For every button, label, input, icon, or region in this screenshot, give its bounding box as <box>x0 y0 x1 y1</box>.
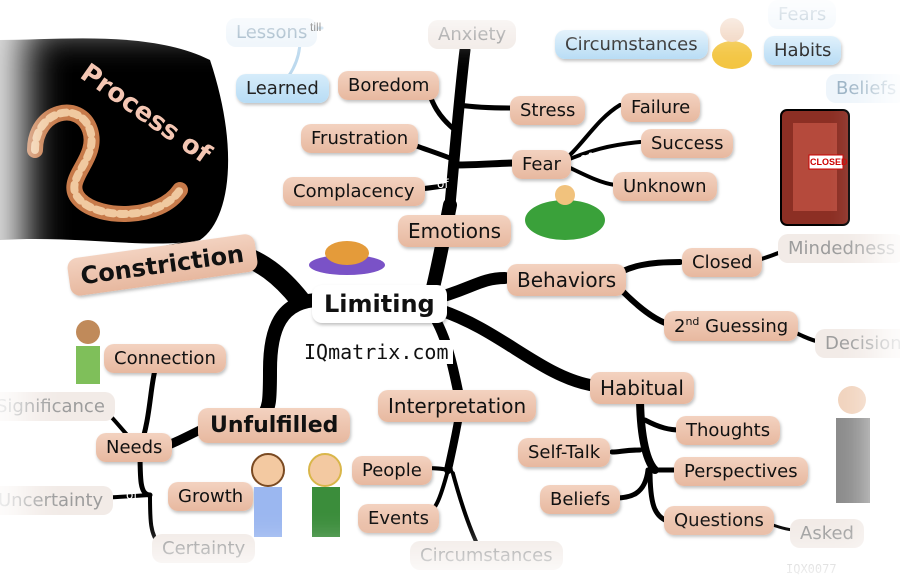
bee-illustration <box>712 18 752 69</box>
needs-of-connector: of <box>130 398 142 412</box>
interpretation-node: Interpretation <box>378 390 537 422</box>
events-node: Events <box>358 504 439 533</box>
connection-node: Connection <box>104 344 226 373</box>
growth-node: Growth <box>168 482 254 511</box>
asked-node: Asked <box>790 519 864 548</box>
failure-node: Failure <box>621 93 701 122</box>
lessons-node: Lessons <box>226 18 318 47</box>
limiting-node: Limiting <box>312 285 447 323</box>
people-node: People <box>352 456 432 485</box>
anxiety-node: Anxiety <box>428 20 517 49</box>
uncertainty-node: Uncertainty <box>0 486 114 515</box>
child-illustration <box>76 320 100 384</box>
behaviors-of-connector: of <box>630 272 642 286</box>
closed-sign-label: CLOSED <box>810 157 848 167</box>
stress-node: Stress <box>510 96 586 125</box>
closed-node: Closed <box>682 248 763 277</box>
complacency-node: Complacency <box>283 177 425 206</box>
questions-node: Questions <box>664 506 774 535</box>
brand-label: IQmatrix.com <box>300 340 453 364</box>
snake-illustration <box>27 104 188 222</box>
perspectives-node: Perspectives <box>674 457 808 486</box>
behaviors-node: Behaviors <box>507 264 627 296</box>
habitual-node: Habitual <box>590 372 694 404</box>
watermark-id: IQX0077 <box>786 562 837 576</box>
circumstances-bottom-node: Circumstances <box>410 541 563 570</box>
beliefs-top-node: Beliefs <box>826 74 900 103</box>
needs-node: Needs <box>96 433 173 462</box>
success-node: Success <box>641 129 734 158</box>
dog-illustration <box>309 241 385 275</box>
second-guessing-number: 2 <box>674 316 686 337</box>
habits-node: Habits <box>764 36 842 65</box>
decisions-node: Decisions <box>815 329 900 358</box>
closed-door-illustration <box>780 109 850 226</box>
significance-node: Significance <box>0 392 115 421</box>
mindedness-node: Mindedness <box>778 234 900 263</box>
fear-node: Fear <box>512 150 571 179</box>
unfulfilled-node: Unfulfilled <box>198 408 351 443</box>
beliefs-node: Beliefs <box>540 485 621 514</box>
emotions-node: Emotions <box>398 215 512 247</box>
second-guessing-node: 2nd Guessing <box>664 311 799 341</box>
interpretation-of-connector: of <box>452 461 464 475</box>
growth-of-connector: of <box>126 488 138 502</box>
certainty-node: Certainty <box>152 534 256 563</box>
till-connector: till <box>310 20 322 34</box>
thinking-man-illustration <box>836 386 870 503</box>
self-talk-node: Self-Talk <box>518 438 611 467</box>
second-guessing-suffix: nd <box>685 315 700 328</box>
second-guessing-text: Guessing <box>699 316 789 337</box>
unknown-node: Unknown <box>613 172 717 201</box>
bird-illustration <box>525 185 605 240</box>
boredom-node: Boredom <box>338 71 440 100</box>
frustration-node: Frustration <box>301 124 419 153</box>
circumstances-top-node: Circumstances <box>555 30 708 59</box>
learned-node: Learned <box>236 74 329 103</box>
fear-of-connector: of <box>580 151 592 165</box>
kids-illustration <box>251 453 342 537</box>
emotions-of-connector: of <box>437 177 449 191</box>
fears-node: Fears <box>768 0 837 29</box>
thoughts-node: Thoughts <box>676 416 781 445</box>
